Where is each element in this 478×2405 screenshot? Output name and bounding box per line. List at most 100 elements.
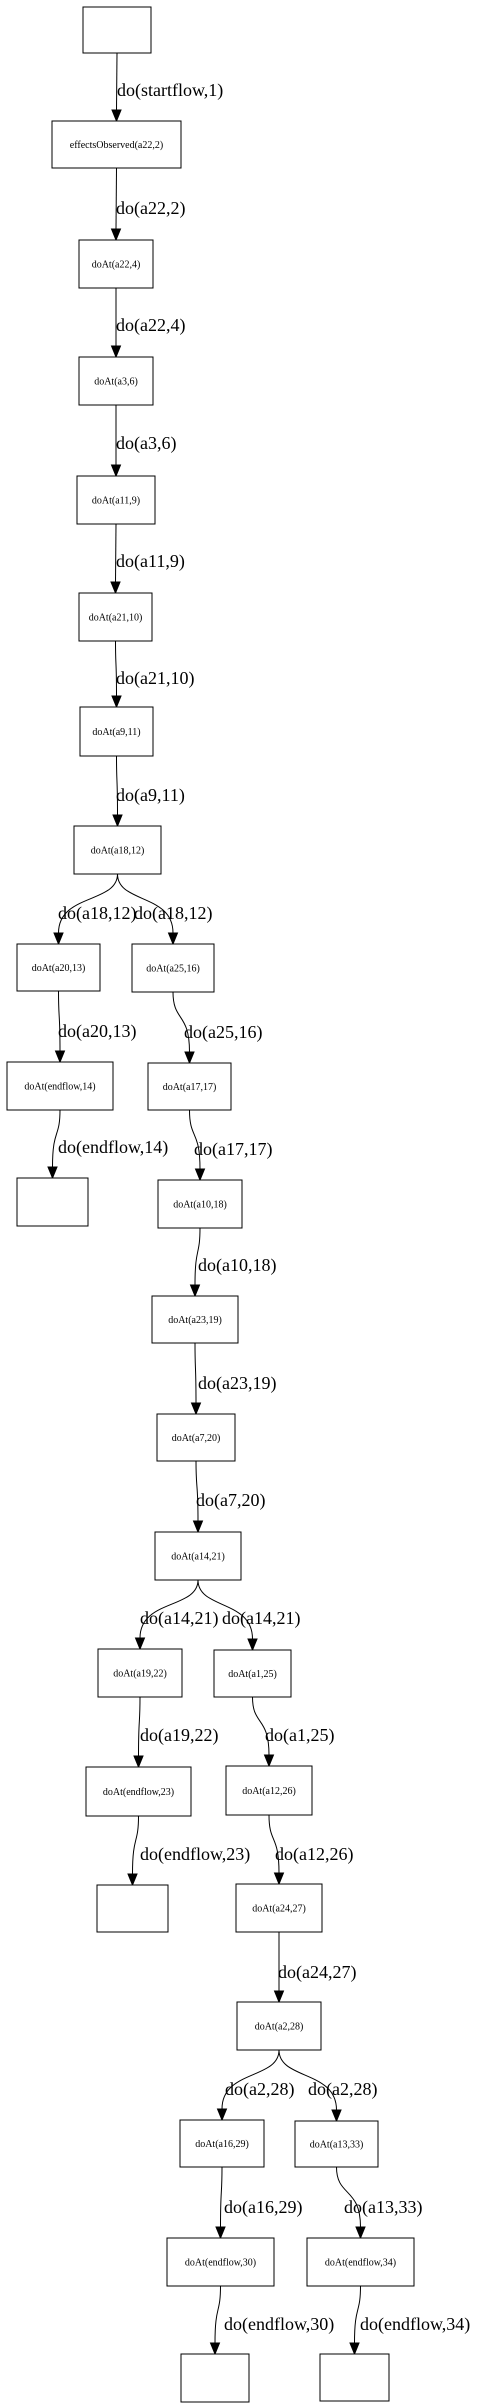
- edge-line: [195, 1460, 199, 1522]
- node-label: doAt(endflow,14): [24, 1082, 95, 1093]
- node-n15: doAt(a7,20): [156, 1413, 236, 1462]
- node-box: [51, 120, 182, 169]
- edge-n27-n29: do(endflow,34): [349, 2285, 470, 2356]
- arrowhead: [53, 932, 64, 946]
- edge-n7-n9: do(a18,12): [117, 873, 212, 946]
- edge-n7-n8: do(a18,12): [53, 873, 136, 946]
- edge-label: do(a19,22): [140, 1725, 218, 1746]
- node-n18: doAt(a1,25): [213, 1649, 292, 1698]
- arrowhead: [247, 1638, 258, 1652]
- edge-line: [132, 1815, 139, 1875]
- node-n29: [319, 2353, 390, 2402]
- node-n19: doAt(endflow,23): [85, 1766, 192, 1817]
- arrowhead: [189, 1284, 201, 1298]
- node-box: [180, 2353, 250, 2403]
- edge-line: [115, 167, 117, 230]
- node-box: [154, 1531, 242, 1581]
- edge-n26-n28: do(endflow,30): [209, 2285, 334, 2356]
- node-box: [213, 1649, 292, 1698]
- node-n9: doAt(a25,16): [131, 943, 215, 993]
- arrowhead: [349, 2342, 360, 2356]
- edge-n16-n18: do(a14,21): [197, 1579, 300, 1652]
- edge-n8-n10: do(a20,13): [54, 990, 136, 1064]
- node-label: doAt(a17,17): [163, 1082, 217, 1093]
- node-n6: doAt(a9,11): [79, 706, 154, 757]
- edge-n15-n16: do(a7,20): [192, 1460, 265, 1534]
- edge-label: do(a14,21): [140, 1608, 218, 1629]
- node-n12: [16, 1177, 89, 1227]
- node-label: doAt(a22,4): [92, 260, 141, 271]
- edge-n18-n20: do(a1,25): [252, 1696, 334, 1768]
- arrowhead: [273, 1990, 285, 2004]
- node-n2: doAt(a22,4): [78, 239, 154, 289]
- node-n5: doAt(a21,10): [78, 592, 153, 642]
- edge-line: [214, 2285, 221, 2344]
- arrowhead: [194, 1168, 206, 1182]
- edge-n24-n26: do(a16,29): [215, 2166, 302, 2240]
- edge-line: [117, 873, 174, 934]
- edge-line: [116, 755, 118, 816]
- edge-line: [172, 991, 190, 1053]
- node-n4: doAt(a11,9): [76, 475, 156, 525]
- edge-label: do(a11,9): [116, 551, 185, 572]
- node-box: [147, 1062, 232, 1111]
- edge-line: [52, 1109, 61, 1168]
- edge-label: do(a16,29): [224, 2197, 302, 2218]
- node-label: doAt(a18,12): [91, 846, 145, 857]
- edge-line: [220, 2166, 223, 2228]
- node-label: doAt(a10,18): [173, 1200, 227, 1211]
- edge-n14-n15: do(a23,19): [190, 1342, 276, 1416]
- node-box: [306, 2237, 415, 2287]
- node-label: doAt(a11,9): [92, 496, 140, 507]
- node-label: doAt(endflow,23): [103, 1787, 174, 1798]
- edge-label: do(a18,12): [134, 903, 212, 924]
- arrowhead: [273, 1872, 285, 1886]
- node-box: [151, 1295, 239, 1344]
- node-box: [76, 475, 156, 525]
- edge-n16-n17: do(a14,21): [134, 1579, 218, 1651]
- node-label: doAt(endflow,34): [325, 2258, 396, 2269]
- edge-n13-n14: do(a10,18): [189, 1227, 276, 1298]
- edge-label: do(a2,28): [225, 2079, 294, 2100]
- edge-line: [194, 1342, 197, 1404]
- edge-label: do(a9,11): [116, 785, 185, 806]
- node-box: [179, 2119, 265, 2168]
- edge-label: do(a24,27): [278, 1962, 356, 1983]
- edge-label: do(endflow,30): [224, 2314, 334, 2335]
- node-box: [319, 2353, 390, 2402]
- node-label: doAt(a2,28): [255, 2022, 304, 2033]
- node-label: doAt(a24,27): [252, 1904, 306, 1915]
- edge-label: do(a10,18): [198, 1255, 276, 1276]
- arrowhead: [111, 695, 122, 709]
- edge-line: [252, 1696, 270, 1756]
- edge-label: do(endflow,23): [140, 1844, 250, 1865]
- edge-label: do(endflow,34): [360, 2314, 470, 2335]
- node-n1: effectsObserved(a22,2): [51, 120, 182, 169]
- arrowhead: [263, 1754, 275, 1768]
- edge-line: [116, 52, 118, 111]
- node-label: effectsObserved(a22,2): [70, 140, 163, 151]
- node-n20: doAt(a12,26): [225, 1765, 313, 1816]
- edge-line: [138, 1696, 141, 1757]
- edge-label: do(a12,26): [275, 1844, 353, 1865]
- node-label: doAt(a25,16): [146, 964, 200, 975]
- node-n8: doAt(a20,13): [16, 943, 101, 992]
- node-label: doAt(a19,22): [113, 1669, 167, 1680]
- edge-n17-n19: do(a19,22): [133, 1696, 218, 1769]
- edge-line: [58, 990, 61, 1052]
- node-n3: doAt(a3,6): [78, 356, 154, 406]
- edge-label: do(a17,17): [194, 1139, 272, 1160]
- node-n28: [180, 2353, 250, 2403]
- arrowhead: [215, 2226, 226, 2240]
- arrowhead: [184, 1051, 195, 1065]
- node-box: [236, 2001, 322, 2051]
- node-n0: [82, 6, 152, 54]
- node-box: [156, 1413, 236, 1462]
- edge-line: [354, 2285, 361, 2344]
- node-box: [97, 1648, 183, 1698]
- arrowhead: [111, 109, 122, 123]
- node-box: [78, 592, 153, 642]
- edge-n4-n5: do(a11,9): [110, 523, 185, 595]
- node-label: doAt(a20,13): [32, 963, 86, 974]
